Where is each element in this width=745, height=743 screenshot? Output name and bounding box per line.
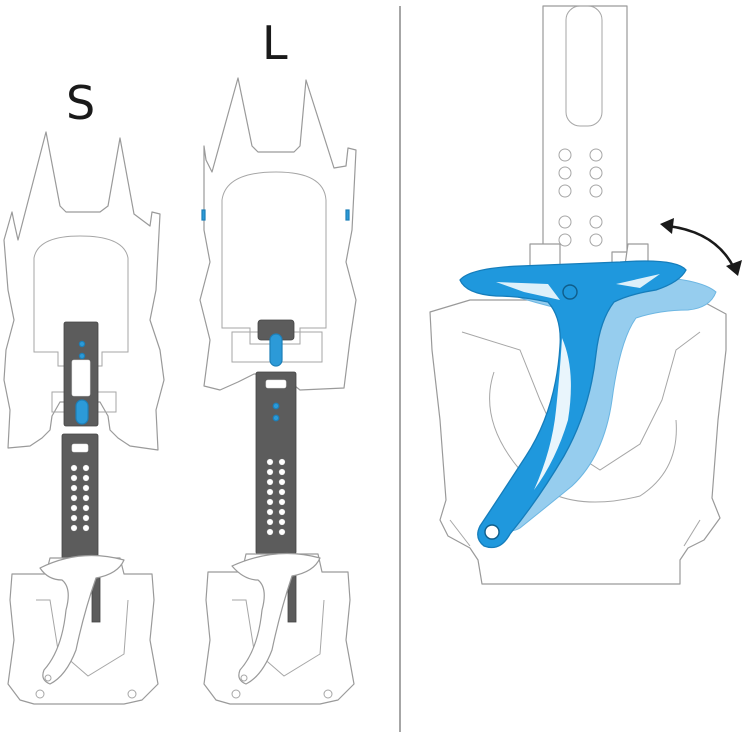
lock-pin-s — [75, 399, 89, 425]
front-plate-s — [3, 131, 165, 451]
size-label-s: S — [66, 76, 96, 130]
front-plate-l — [199, 77, 357, 391]
heel-lever-s — [39, 554, 125, 685]
link-bar-l — [255, 371, 297, 555]
lever-pivot — [562, 284, 578, 300]
lever-main — [459, 260, 687, 549]
double-arrow-curved-icon — [660, 218, 742, 276]
heel-lever-detail — [429, 5, 742, 585]
size-label-l: L — [262, 16, 288, 70]
lever-end-hole — [484, 524, 500, 540]
link-bar-s — [61, 433, 99, 565]
heel-lever-l — [231, 552, 321, 685]
lock-pin-l — [269, 333, 283, 367]
crampon-size-s — [3, 131, 165, 705]
crampon-size-l — [199, 77, 357, 705]
